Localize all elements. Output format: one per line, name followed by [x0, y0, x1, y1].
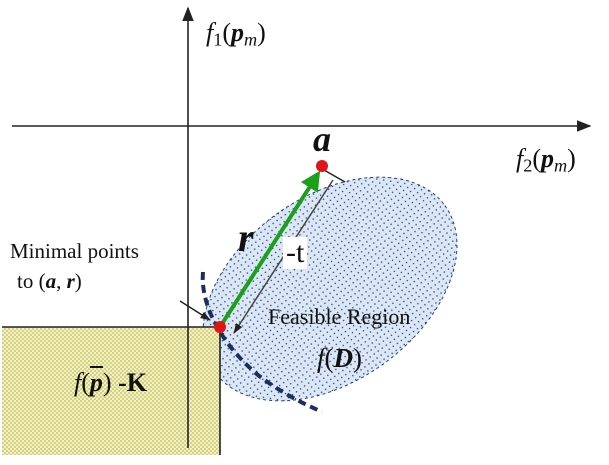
vector-r-label: r: [238, 215, 254, 260]
minimal-points-line2: to (a, r): [17, 269, 82, 293]
minimal-points-label: Minimal points to (a, r): [10, 236, 139, 296]
minus-t-tick: [323, 169, 346, 183]
minimal-points-line1: Minimal points: [10, 239, 139, 263]
vector-r: [218, 170, 321, 329]
f2-axis-label: f2(pm): [516, 144, 576, 176]
point-f-p: [214, 321, 226, 333]
f-of-d-label: f(D): [317, 343, 363, 373]
minimal-points-boundary: [200, 271, 323, 414]
minimal-pointer-arrow: [179, 300, 211, 321]
cone-region: [2, 327, 220, 455]
point-a: [316, 160, 328, 172]
f1-axis-label: f1(pm): [206, 18, 266, 50]
feasible-region-label: Feasible Region: [268, 304, 411, 329]
point-a-label: a: [313, 119, 331, 159]
minus-t-label: -t: [283, 237, 308, 269]
cone-label: f(p) -K: [74, 368, 147, 397]
feasible-region-ellipse: [202, 176, 458, 402]
